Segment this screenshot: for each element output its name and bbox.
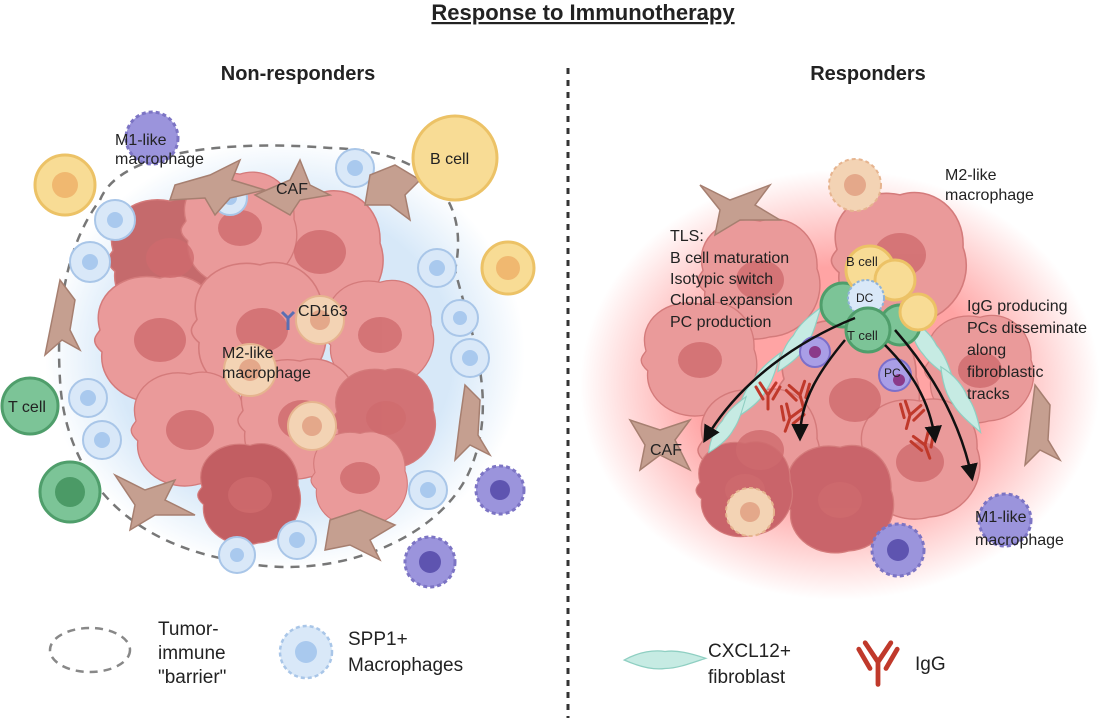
t-cells-outside-left — [0, 376, 102, 524]
legend-barrier-1: Tumor- — [158, 619, 219, 640]
igg-pcs-line-5: tracks — [967, 386, 1010, 403]
b-cells-outside-left — [33, 114, 536, 296]
right-m2-label-2: macrophage — [945, 187, 1034, 204]
legend-cxcl12-2: fibroblast — [708, 667, 786, 688]
legend-spp1-1: SPP1+ — [348, 629, 408, 650]
tls-dc-label: DC — [856, 291, 874, 305]
left-panel: Non-responders — [0, 63, 536, 589]
tls-description: TLS: B cell maturation Isotypic switch C… — [670, 228, 793, 331]
left-m2-label-1: M2-like — [222, 345, 274, 362]
tls-line-4: Clonal expansion — [670, 292, 793, 309]
left-bcell-label: B cell — [430, 151, 469, 168]
igg-pcs-line-2: PCs disseminate — [967, 320, 1087, 337]
legend-cxcl12-1: CXCL12+ — [708, 641, 791, 662]
m2-macrophage-left — [223, 295, 345, 451]
tls-line-5: PC production — [670, 314, 771, 331]
legend-barrier-2: immune — [158, 643, 226, 664]
right-heading: Responders — [810, 63, 926, 85]
right-panel: Responders — [580, 63, 1100, 600]
igg-pcs-description: IgG producing PCs disseminate along fibr… — [967, 298, 1087, 403]
m2-macrophages-right — [725, 158, 882, 537]
right-m1-label-1: M1-like — [975, 509, 1027, 526]
legend: Tumor- immune "barrier" SPP1+ Macrophage… — [48, 619, 946, 688]
tumor-immune-barrier — [57, 144, 485, 569]
left-m2-label-2: macrophage — [222, 365, 311, 382]
caf-cells-left — [43, 158, 492, 562]
spp1-nuclei-left — [80, 160, 478, 562]
igg-pcs-line-3: along — [967, 342, 1006, 359]
legend-igg-icon — [859, 643, 897, 685]
tls-tcell-label: T cell — [847, 328, 878, 343]
igg-pcs-line-4: fibroblastic — [967, 364, 1043, 381]
left-caf-label: CAF — [276, 181, 308, 198]
left-m1-label-2: macrophage — [115, 151, 204, 168]
caf-cells-right — [628, 183, 1062, 472]
cd163-receptor-icon — [280, 310, 296, 330]
legend-barrier-icon — [48, 626, 132, 674]
right-caf-label: CAF — [650, 442, 682, 459]
legend-igg: IgG — [915, 654, 946, 675]
legend-barrier-3: "barrier" — [158, 667, 226, 688]
igg-pcs-line-1: IgG producing — [967, 298, 1068, 315]
m1-macrophages-right — [870, 492, 1033, 578]
left-tcell-label: T cell — [8, 399, 46, 416]
legend-spp1-2: Macrophages — [348, 655, 463, 676]
dissemination-arrows — [703, 316, 978, 482]
tls-line-1: TLS: — [670, 228, 704, 245]
legend-fibroblast-icon — [623, 650, 707, 670]
cd163-label: CD163 — [298, 303, 348, 320]
pc-label: PC — [884, 366, 901, 380]
tls-line-2: B cell maturation — [670, 250, 789, 267]
legend-spp1-nucleus — [295, 641, 317, 663]
tls-bcell-label: B cell — [846, 254, 878, 269]
left-heading: Non-responders — [221, 63, 375, 85]
m1-macrophages-outside-left — [124, 110, 526, 589]
figure-title: Response to Immunotherapy — [431, 0, 735, 25]
tumor-nuclei-right — [678, 233, 1002, 518]
left-m1-label-1: M1-like — [115, 132, 167, 149]
tumor-nuclei-left — [134, 210, 406, 513]
tls-cluster — [819, 244, 938, 354]
right-m1-label-2: macrophage — [975, 532, 1064, 549]
tls-line-3: Isotypic switch — [670, 271, 773, 288]
right-m2-label-1: M2-like — [945, 167, 997, 184]
